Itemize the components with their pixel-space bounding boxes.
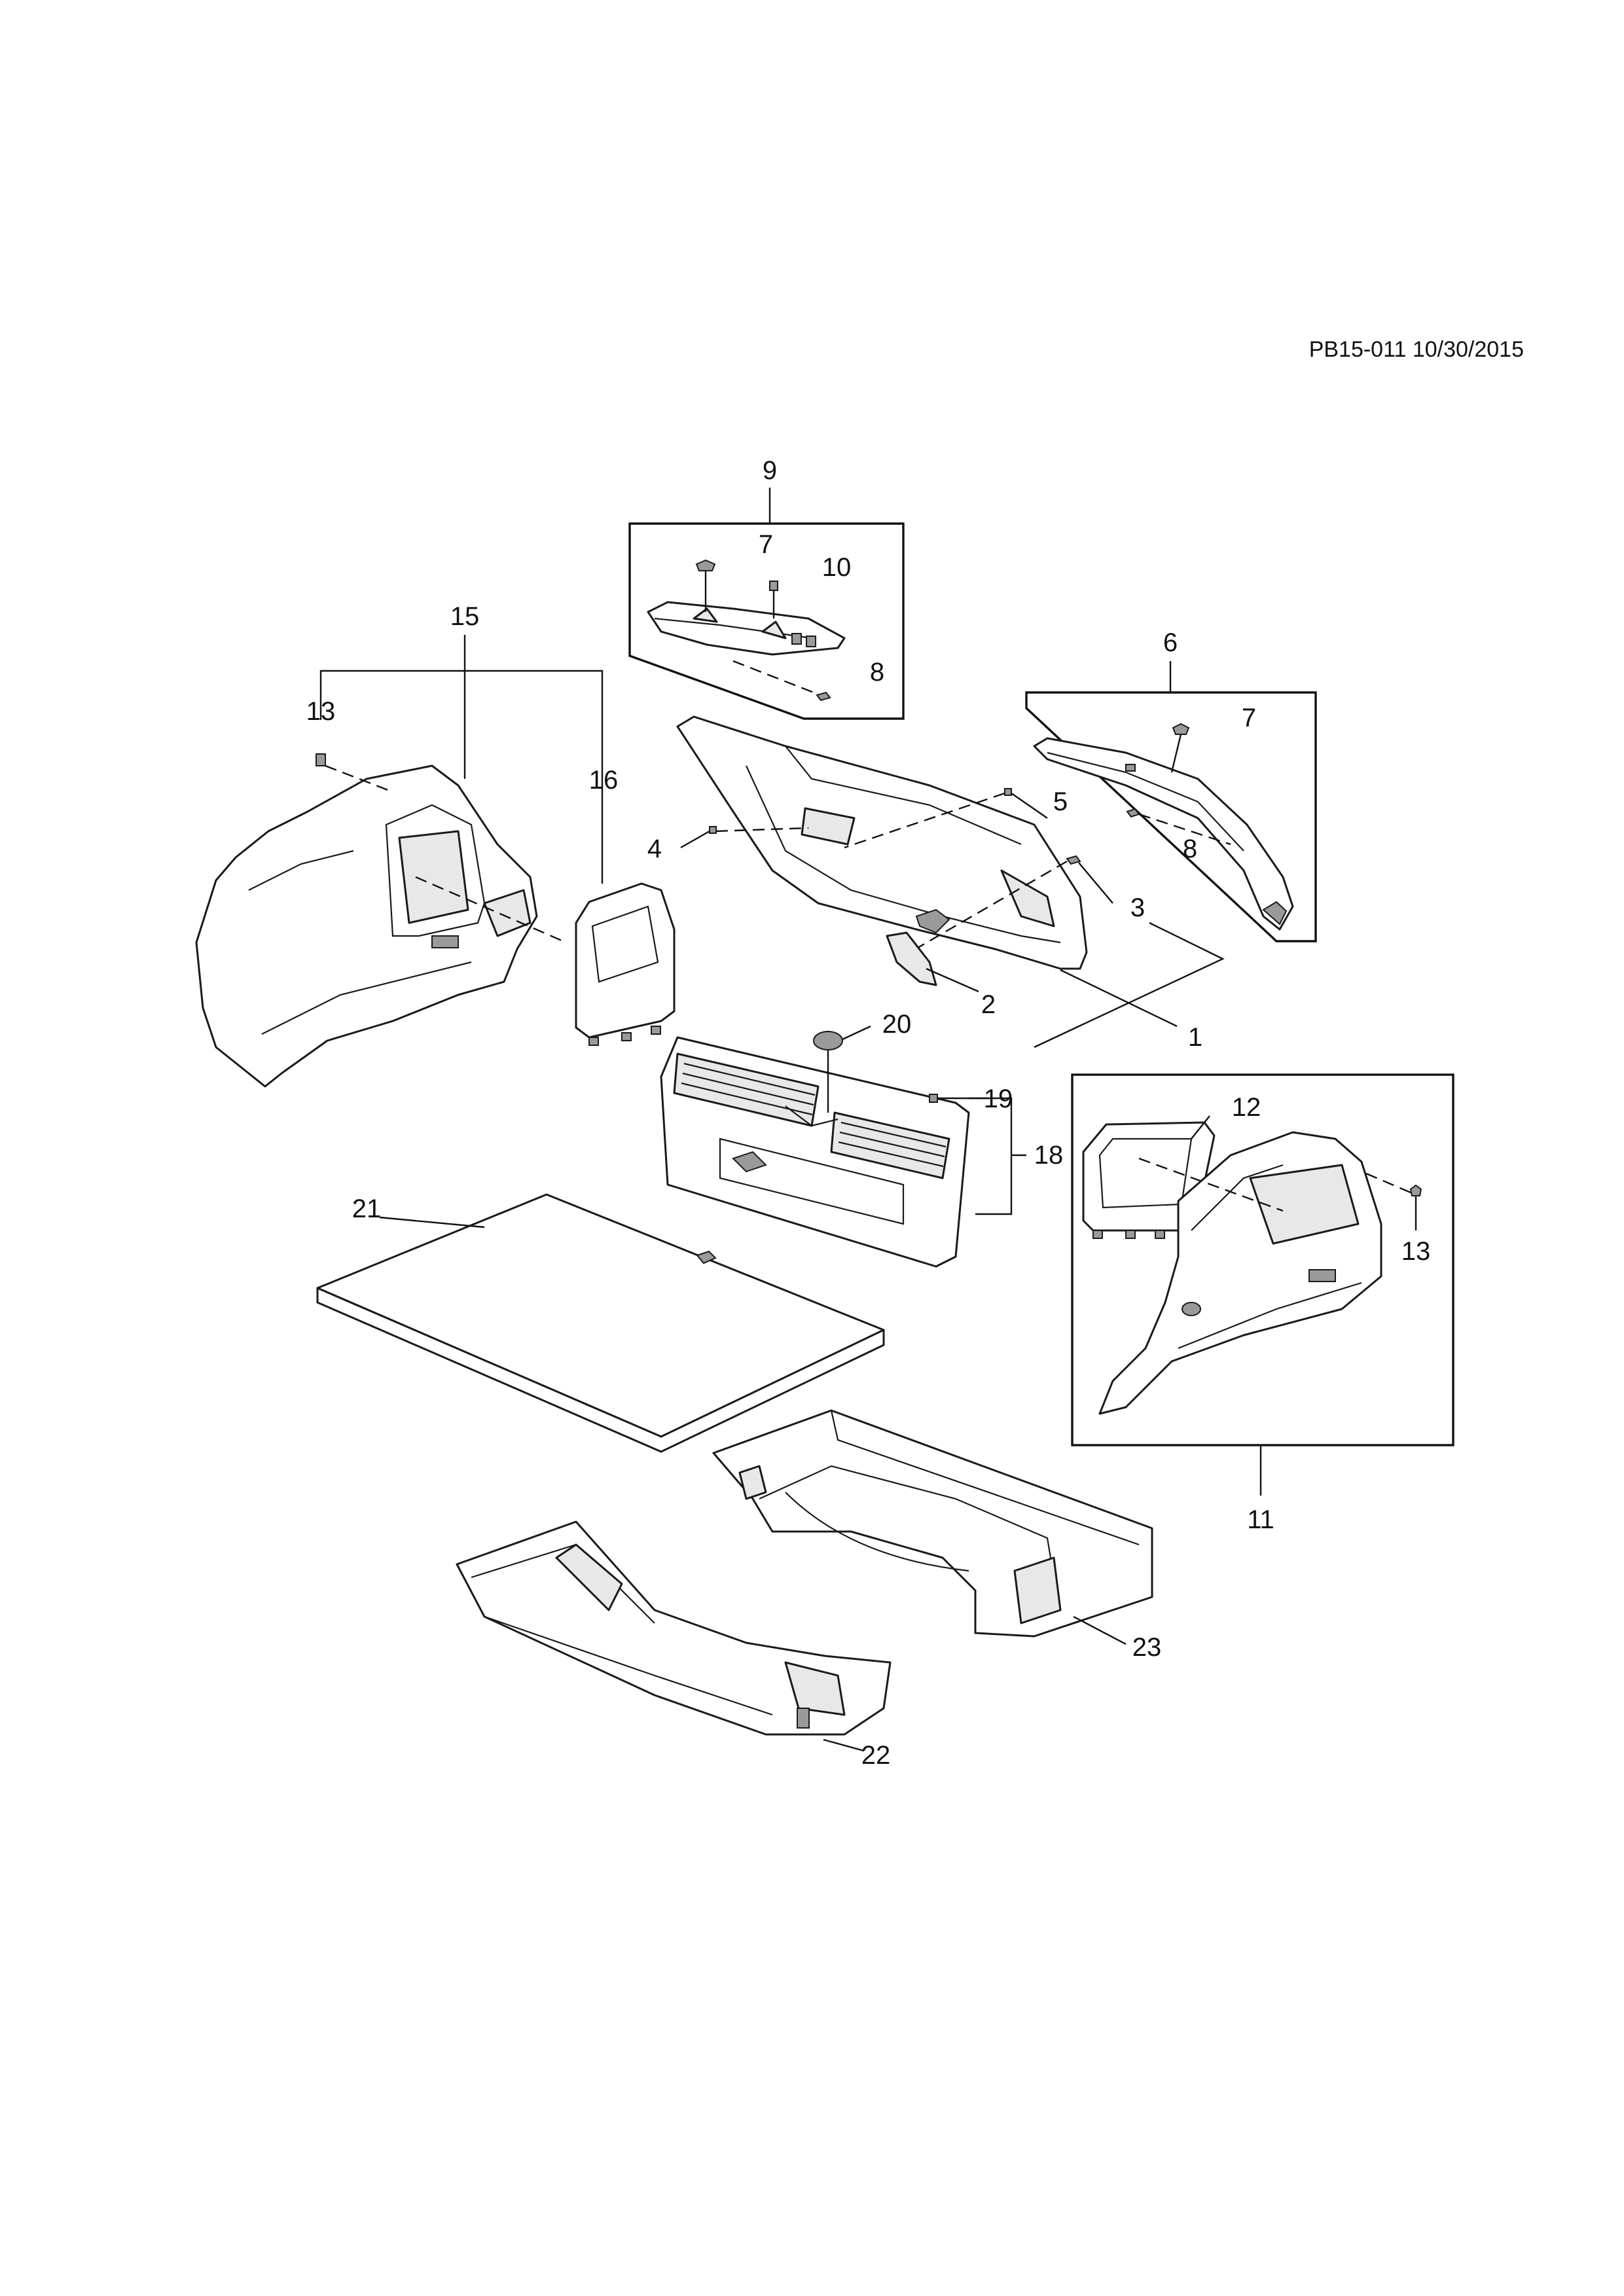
clip-7-right-icon: [1170, 723, 1190, 773]
rail-trim-part: [647, 601, 846, 656]
screw-8-icon: [732, 660, 831, 702]
callout-3: 3: [1130, 893, 1145, 922]
clip-7-icon: [695, 559, 716, 612]
callout-13-right: 13: [1401, 1237, 1431, 1266]
leader-12-dash: [1138, 1157, 1284, 1212]
callout-1: 1: [1188, 1023, 1202, 1052]
screw-8-right-icon: [1126, 808, 1231, 846]
detail-box-6: 6 7 8: [1025, 628, 1317, 942]
callout-10: 10: [822, 553, 852, 582]
callout-7-right: 7: [1242, 704, 1256, 732]
clip-13-left-icon: [316, 753, 393, 793]
detail-box-11: 12 13 11: [1071, 1073, 1454, 1534]
callout-21: 21: [352, 1194, 382, 1223]
callout-4: 4: [647, 834, 662, 863]
hook-20-icon: [813, 1025, 871, 1113]
leader-22: [823, 1738, 865, 1752]
leaders-group-a: [680, 793, 1225, 1049]
leader-21: [379, 1216, 485, 1229]
leaders-group-b: [319, 635, 604, 884]
callout-8-top: 8: [870, 658, 884, 687]
clip-13-right-icon: [1361, 1170, 1422, 1230]
leader-23: [1073, 1615, 1127, 1645]
drawing-reference: PB15-011 10/30/2015: [1309, 337, 1524, 362]
leader-18-bracket: [969, 1097, 1013, 1215]
callout-2: 2: [981, 990, 996, 1019]
callout-22: 22: [861, 1741, 891, 1770]
callout-8-right: 8: [1183, 834, 1197, 863]
floor-panel-21: [316, 1193, 885, 1453]
callout-12: 12: [1232, 1093, 1261, 1122]
cover-2-part: [886, 931, 937, 986]
clip-19-icon: [929, 1094, 988, 1103]
sill-plate-18: [660, 1036, 970, 1268]
detail-box-9: 9 7 10 8: [628, 456, 905, 720]
sill-vent-ribs: [681, 1062, 947, 1168]
storage-tray-22: [456, 1520, 892, 1736]
callout-20: 20: [882, 1010, 912, 1039]
callout-6: 6: [1163, 628, 1178, 657]
callout-19: 19: [984, 1085, 1013, 1113]
callout-15: 15: [450, 602, 480, 631]
side-cover-16: [575, 882, 676, 1046]
fastener-3-icon: [909, 855, 1081, 954]
callout-5: 5: [1053, 787, 1068, 816]
fastener-4-icon: [709, 826, 809, 834]
leader-12: [1191, 1115, 1210, 1139]
right-quarter-trim: [1098, 1131, 1382, 1415]
fastener-5-icon: [844, 788, 1012, 849]
clip-10-icon: [769, 581, 778, 619]
left-quarter-trim-15: [195, 764, 538, 1088]
rear-panel-trim-1: [676, 715, 1088, 970]
callout-13-left: 13: [306, 697, 336, 726]
pillar-trim-part: [1033, 737, 1294, 931]
callout-18: 18: [1034, 1141, 1064, 1170]
storage-tray-23: [712, 1409, 1153, 1638]
callout-7-top: 7: [759, 530, 773, 559]
callout-16: 16: [589, 766, 619, 795]
callout-11: 11: [1247, 1505, 1274, 1534]
callout-9: 9: [763, 456, 777, 485]
callout-23: 23: [1132, 1633, 1162, 1662]
leader-16-dash: [415, 876, 567, 944]
